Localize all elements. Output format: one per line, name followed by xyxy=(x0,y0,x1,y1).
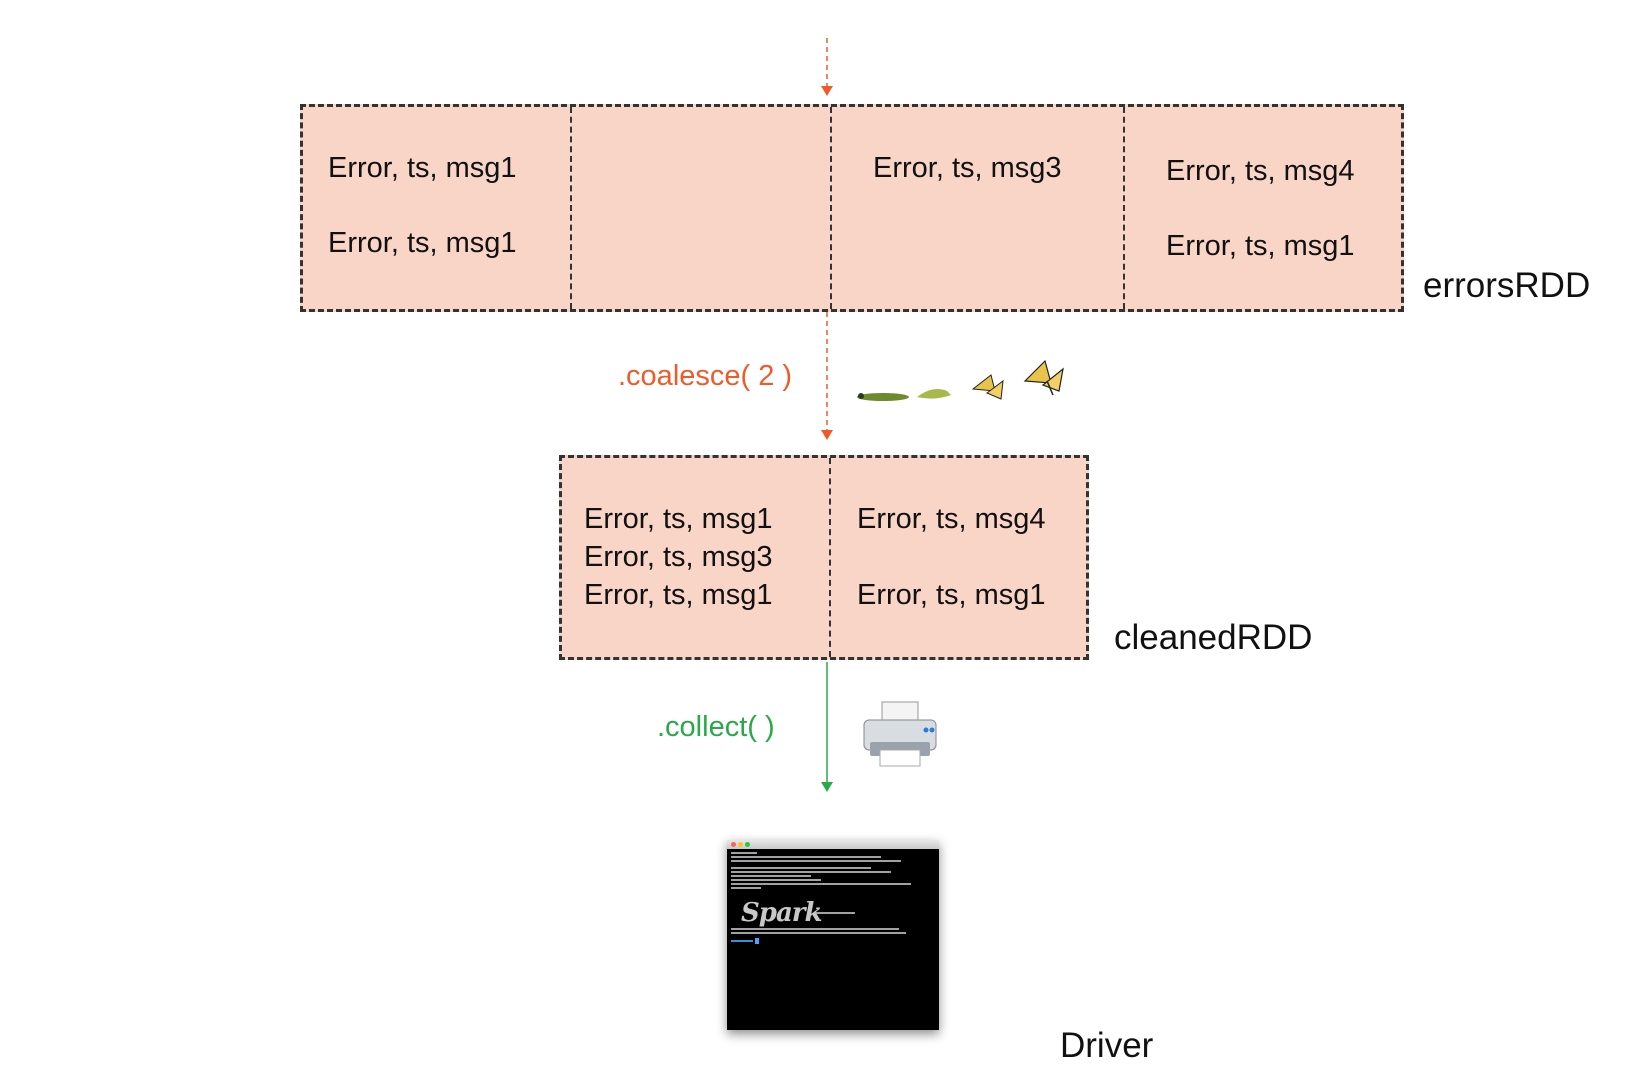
record: Error, ts, msg3 xyxy=(584,541,773,573)
printer-icon xyxy=(863,701,937,767)
collect-arrow xyxy=(821,662,833,792)
spark-logo-icon: Spark xyxy=(741,898,823,928)
caterpillar-to-butterfly-icon xyxy=(857,359,1064,401)
errors-rdd-box: Error, ts, msg1 Error, ts, msg1 Error, t… xyxy=(300,104,1404,312)
coalesce-arrow xyxy=(821,312,833,440)
input-arrow xyxy=(821,38,833,96)
terminal-titlebar xyxy=(727,840,939,849)
record: Error, ts, msg1 xyxy=(328,152,517,184)
partition-divider xyxy=(830,107,832,309)
record: Error, ts, msg4 xyxy=(1166,155,1355,187)
partition-divider xyxy=(570,107,572,309)
record: Error, ts, msg1 xyxy=(584,503,773,535)
partition-divider xyxy=(829,458,831,657)
cleaned-rdd-label: cleanedRDD xyxy=(1114,618,1313,657)
pyspark-terminal-icon: Spark xyxy=(727,840,939,1030)
partition-divider xyxy=(1123,107,1125,309)
record: Error, ts, msg1 xyxy=(584,579,773,611)
errors-rdd-label: errorsRDD xyxy=(1423,266,1591,305)
cleaned-rdd-box: Error, ts, msg1 Error, ts, msg3 Error, t… xyxy=(559,455,1089,660)
record: Error, ts, msg4 xyxy=(857,503,1046,535)
record: Error, ts, msg1 xyxy=(1166,230,1355,262)
driver-label: Driver xyxy=(1060,1026,1154,1065)
record: Error, ts, msg3 xyxy=(873,152,1062,184)
record: Error, ts, msg1 xyxy=(328,227,517,259)
collect-label: .collect( ) xyxy=(657,711,775,743)
record: Error, ts, msg1 xyxy=(857,579,1046,611)
coalesce-label: .coalesce( 2 ) xyxy=(618,360,793,392)
